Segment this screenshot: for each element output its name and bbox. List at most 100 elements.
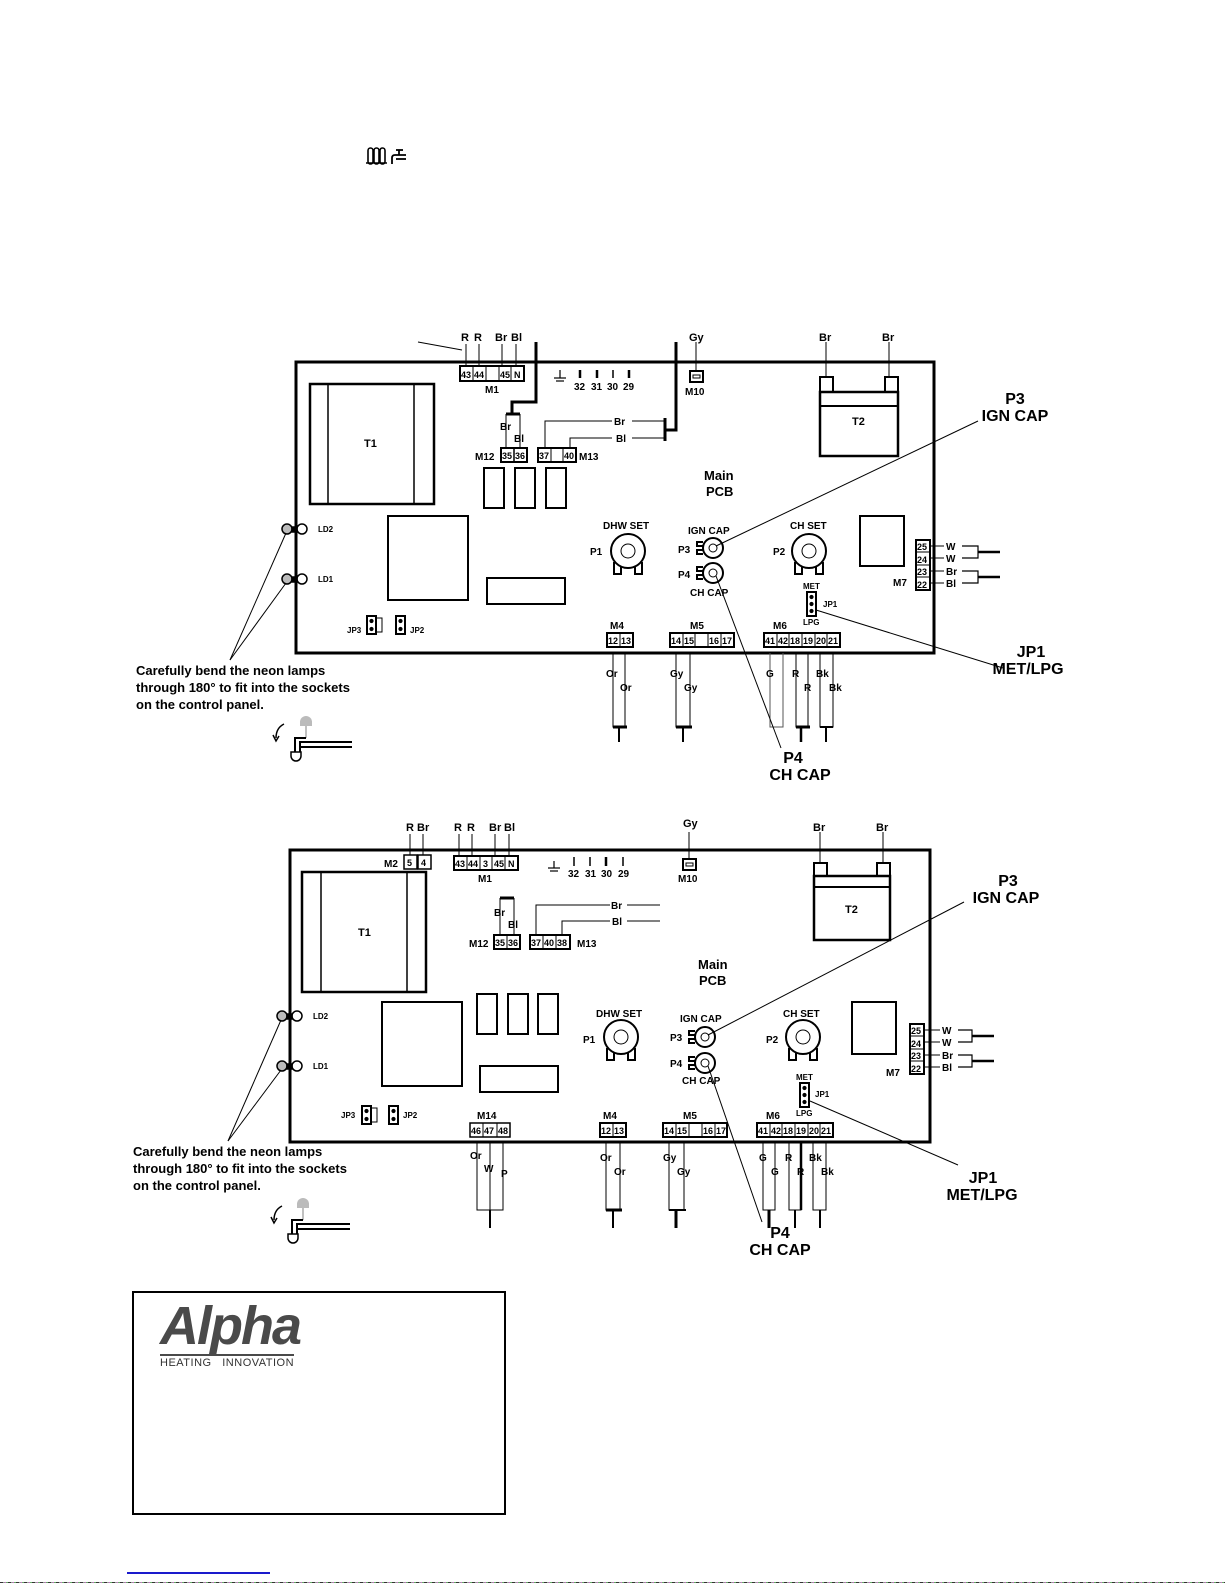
m13-wire-bl: Bl	[612, 917, 622, 928]
earth-pin-29: 29	[618, 869, 630, 880]
m10-label: M10	[678, 874, 698, 885]
p3-name: IGN CAP	[680, 1014, 722, 1025]
relay-1	[476, 993, 498, 1035]
footer-link-underline[interactable]	[127, 1572, 270, 1574]
m12-terminal: 35	[495, 938, 505, 948]
chip-wide	[479, 1065, 559, 1093]
jp2-label: JP2	[410, 626, 425, 635]
p1-id: P1	[583, 1035, 596, 1046]
m6-wire: G	[766, 669, 774, 680]
m2-wire-1: R	[406, 822, 414, 834]
m7-terminal: 24	[917, 555, 927, 565]
m7-wire: Br	[946, 567, 957, 578]
m6-terminal: 42	[771, 1126, 781, 1136]
callout-jp1-name: MET/LPG	[992, 661, 1063, 678]
m7-terminal: 22	[911, 1064, 921, 1074]
t1-label: T1	[364, 438, 377, 450]
chip-wide	[486, 577, 566, 605]
m7-wire: W	[942, 1026, 952, 1037]
ld2-label: LD2	[313, 1012, 329, 1021]
m2-label: M2	[384, 859, 398, 870]
m6-terminal: 41	[758, 1126, 768, 1136]
company-logo-box: Alpha HEATING INNOVATION	[132, 1291, 506, 1515]
m12-terminal: 36	[515, 451, 525, 461]
ld1-label: LD1	[318, 575, 334, 584]
pot-p4	[696, 562, 724, 584]
p3-name: IGN CAP	[688, 526, 730, 537]
lamp-note-line1: Carefully bend the neon lamps	[136, 663, 325, 678]
m1-label: M1	[485, 385, 499, 396]
m1-terminal: N	[514, 370, 521, 380]
m6-wire: R	[804, 683, 812, 694]
logo-wordmark: Alpha	[160, 1296, 302, 1356]
footer-divider	[0, 1582, 1225, 1583]
m12-label: M12	[469, 939, 489, 950]
m4-terminal: 12	[601, 1126, 611, 1136]
m1-terminal: 43	[455, 859, 465, 869]
led-ld1	[281, 573, 308, 585]
m14-wire: P	[501, 1169, 508, 1180]
m7-terminal: 25	[911, 1026, 921, 1036]
chip-large	[387, 515, 469, 601]
jp1-lpg: LPG	[796, 1109, 812, 1118]
lamp-bend-illustration	[270, 1198, 350, 1244]
m6-wire: G	[759, 1153, 767, 1164]
m6-terminal: 20	[809, 1126, 819, 1136]
m6-terminal: 18	[790, 636, 800, 646]
m1-terminal: 44	[474, 370, 484, 380]
m7-wire: Br	[942, 1051, 953, 1062]
m6-terminal: 41	[765, 636, 775, 646]
m6-wire: Bk	[829, 683, 842, 694]
jp1-label: JP1	[815, 1090, 830, 1099]
m12-wire-br: Br	[494, 908, 505, 919]
p4-name: CH CAP	[690, 588, 729, 599]
m6-wire: R	[797, 1167, 805, 1178]
m4-wire: Or	[614, 1167, 626, 1178]
lamp-note-line3: on the control panel.	[136, 697, 264, 712]
led-ld1	[276, 1060, 303, 1072]
m7-terminal: 23	[911, 1051, 921, 1061]
pot-p1	[610, 533, 646, 575]
earth-pin-31: 31	[591, 382, 603, 393]
m14-terminal: 48	[498, 1126, 508, 1136]
m7-wire: W	[946, 554, 956, 565]
logo-underline	[160, 1354, 294, 1356]
m6-terminal: 19	[796, 1126, 806, 1136]
m1-terminal: 44	[468, 859, 478, 869]
m4-terminal: 13	[614, 1126, 624, 1136]
m7-wire: W	[946, 542, 956, 553]
m5-terminal: 17	[722, 636, 732, 646]
m5-terminal: 14	[664, 1126, 674, 1136]
pot-p2	[785, 1019, 821, 1061]
m2-wire-2: Br	[417, 822, 430, 834]
m13-wire-br: Br	[614, 417, 625, 428]
callout-p3-name: IGN CAP	[982, 408, 1049, 425]
pcb-label-line1: Main	[698, 957, 728, 972]
m6-wire: Bk	[816, 669, 829, 680]
m14-wire: W	[484, 1164, 494, 1175]
lamp-note-line3: on the control panel.	[133, 1178, 261, 1193]
m12-label: M12	[475, 452, 495, 463]
m14-terminal: 47	[484, 1126, 494, 1136]
m7-terminal: 22	[917, 580, 927, 590]
transformer-t1	[300, 870, 428, 994]
heading-icons	[366, 146, 426, 173]
led-ld2	[276, 1010, 303, 1022]
relay-1	[483, 467, 505, 509]
m10-label: M10	[685, 387, 705, 398]
m5-wire: Gy	[670, 669, 684, 680]
pcb-label-line2: PCB	[699, 973, 726, 988]
t2-wire-1: Br	[813, 822, 826, 834]
earth-symbol	[548, 861, 560, 872]
m1-terminal: 45	[494, 859, 504, 869]
m6-wire: G	[771, 1167, 779, 1178]
transformer-t1	[308, 382, 436, 506]
m5-wire: Gy	[684, 683, 698, 694]
relay-3	[545, 467, 567, 509]
earth-pin-29: 29	[623, 382, 635, 393]
t2-label: T2	[845, 904, 858, 916]
jp2-label: JP2	[403, 1111, 418, 1120]
p4-name: CH CAP	[682, 1076, 721, 1087]
m7-terminal: 24	[911, 1039, 921, 1049]
jp3-label: JP3	[347, 626, 362, 635]
